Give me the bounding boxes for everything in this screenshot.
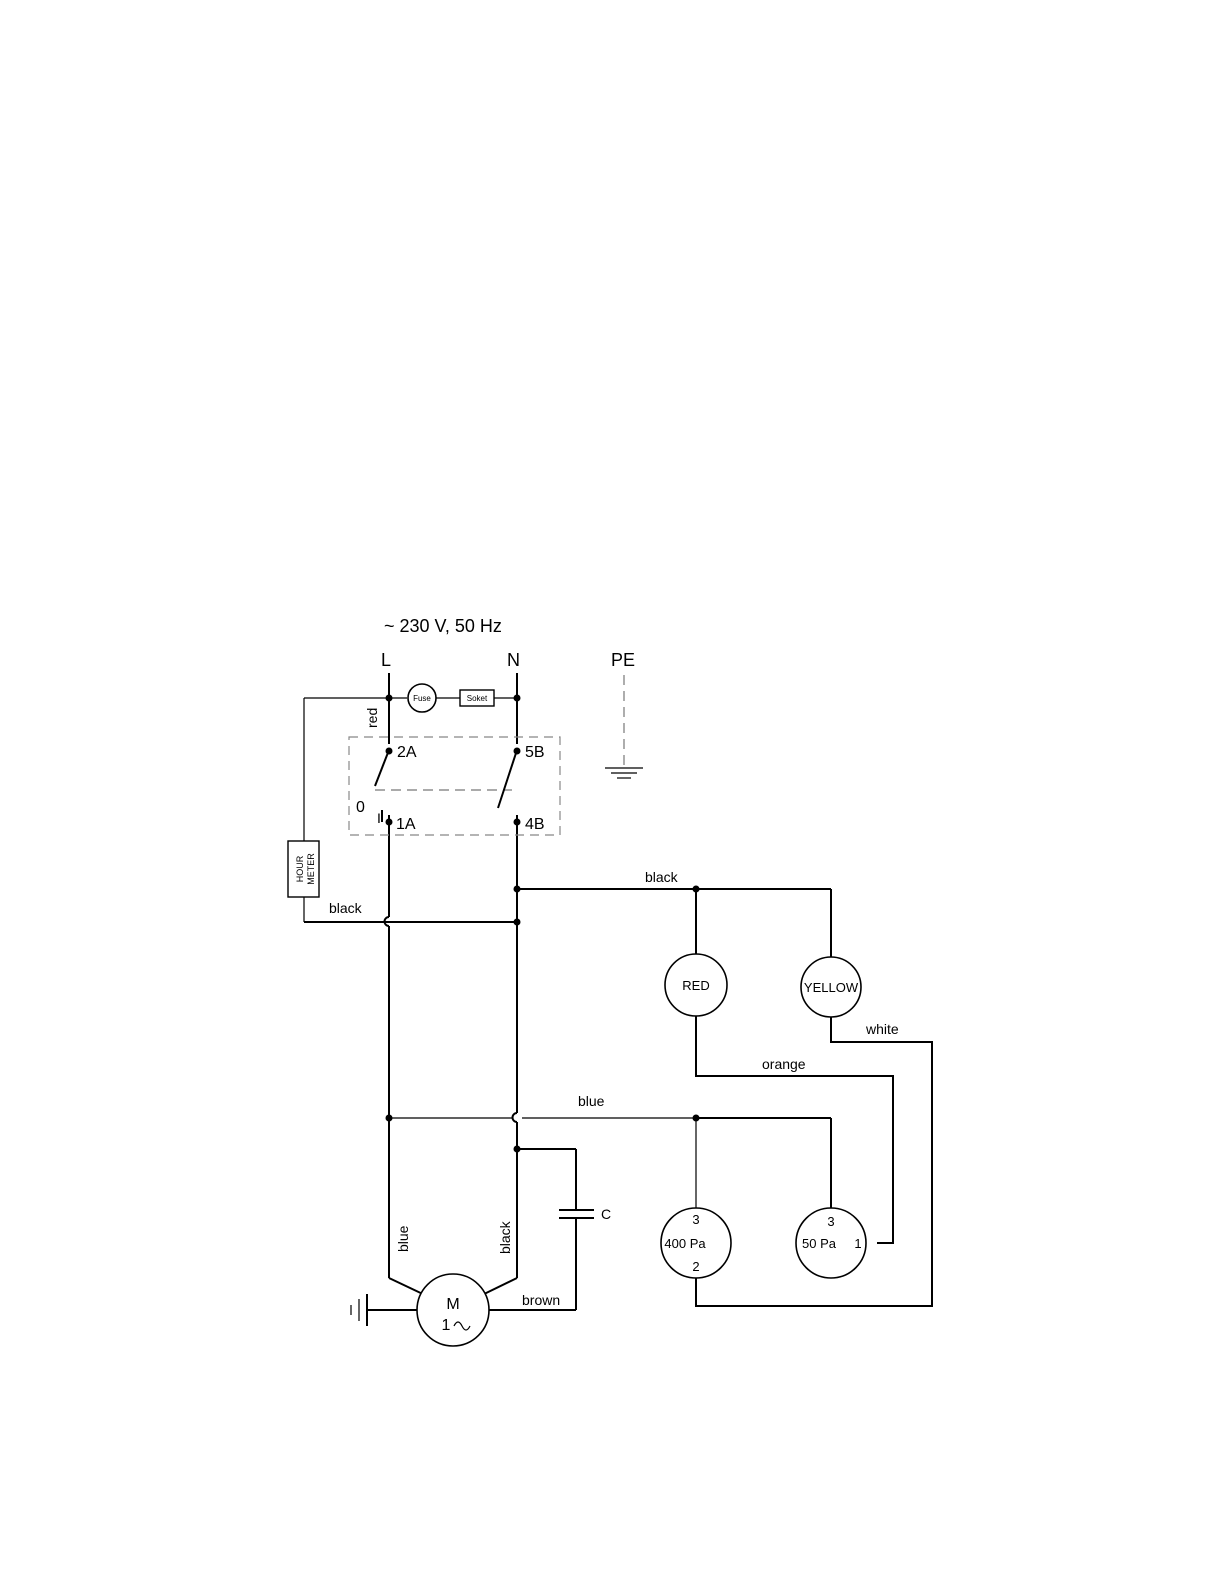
terminal-line-label: L — [381, 650, 391, 670]
wire-label-brown: brown — [522, 1292, 560, 1308]
motor-earth-icon — [351, 1294, 417, 1326]
fuse-label: Fuse — [413, 694, 431, 703]
switch-position-off: 0 — [356, 799, 365, 816]
wire-label-black-lamps: black — [645, 869, 679, 885]
hour-meter-label-2: METER — [306, 853, 316, 885]
contact-5b: 5B — [525, 744, 545, 761]
hour-meter-branch: HOUR METER — [288, 698, 521, 926]
contact-2a: 2A — [397, 744, 417, 761]
wire-label-orange: orange — [762, 1056, 806, 1072]
switch-position-on: I — [377, 810, 381, 826]
hour-meter-label-1: HOUR — [295, 855, 305, 882]
wire-label-blue-bus: blue — [578, 1093, 605, 1109]
capacitor-label: C — [601, 1206, 611, 1222]
socket: Soket — [460, 690, 494, 706]
wire-label-red: red — [364, 708, 380, 728]
sensor-400-pin-top: 3 — [692, 1212, 699, 1227]
socket-label: Soket — [467, 694, 488, 703]
wire-label-blue-motor: blue — [395, 1225, 411, 1252]
red-lamp: RED — [665, 954, 727, 1016]
sensor-400-pin-bottom: 2 — [692, 1259, 699, 1274]
wire-label-black-motor: black — [497, 1220, 513, 1254]
wire-label-white: white — [865, 1021, 899, 1037]
yellow-lamp-label: YELLOW — [804, 980, 859, 995]
motor-phase: 1 — [442, 1317, 451, 1334]
terminal-earth-label: PE — [611, 650, 635, 670]
yellow-lamp: YELLOW — [801, 957, 861, 1017]
pressure-switch-50pa: 3 50 Pa 1 — [796, 1208, 866, 1278]
sensor-50-pin-top: 3 — [827, 1214, 834, 1229]
sensor-50-pin-right: 1 — [854, 1236, 861, 1251]
sensor-400-label: 400 Pa — [664, 1236, 706, 1251]
orange-wire — [696, 1016, 893, 1243]
contact-4b: 4B — [525, 816, 545, 833]
motor-symbol: M — [446, 1296, 459, 1313]
blue-bus — [386, 1115, 832, 1213]
lamp-bus — [514, 886, 832, 958]
line-conductor — [385, 673, 390, 1278]
terminal-neutral-label: N — [507, 650, 520, 670]
contact-1a: 1A — [396, 816, 416, 833]
sensor-50-label: 50 Pa — [802, 1236, 837, 1251]
red-lamp-label: RED — [682, 978, 709, 993]
pressure-switch-400pa: 3 400 Pa 2 — [661, 1208, 731, 1278]
supply-label: ~ 230 V, 50 Hz — [384, 616, 502, 636]
fuse: Fuse — [408, 684, 436, 712]
earth-ground-icon — [605, 675, 643, 778]
wire-label-black-meter: black — [329, 900, 363, 916]
